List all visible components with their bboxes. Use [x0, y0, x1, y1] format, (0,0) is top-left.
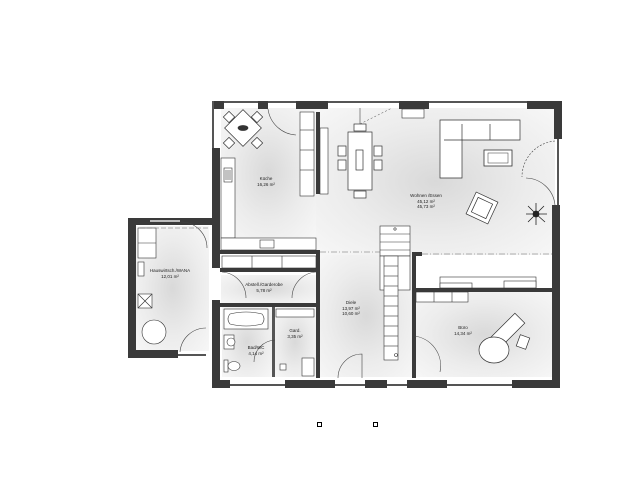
- room-name: Wohnen /Essen: [410, 193, 442, 198]
- interior-bad-top: [217, 303, 317, 307]
- breakfast-table-icon: [222, 109, 264, 150]
- office-cabinet-icon: [415, 276, 537, 303]
- storage-shelves-icon: [221, 255, 317, 269]
- room-buero: [414, 292, 555, 377]
- terrace-door-swing-icon: [521, 140, 556, 178]
- room-label-kueche: Küche 16,26 m²: [257, 176, 275, 187]
- room-label-gard: Gard. 3,35 m²: [287, 328, 302, 339]
- interior-abst-top: [220, 268, 320, 272]
- room-label-hauswirtschaft: Hauswirtsch./WANA 12,01 m²: [150, 268, 190, 279]
- room-area: 13,97 m²: [342, 305, 360, 311]
- section-marker-icon: [317, 422, 322, 427]
- room-name: Bad/WC: [247, 345, 265, 350]
- annex-window-top: [150, 220, 180, 222]
- wall-top-pier-3: [296, 101, 328, 109]
- annex-door-bottom: [178, 354, 206, 356]
- wall-right-glass: [557, 139, 559, 205]
- sideboard-icon: [401, 108, 425, 119]
- interior-kitchen-bottom: [220, 250, 320, 254]
- room-area: 3,35 m²: [287, 333, 303, 339]
- washbasin-icon: [223, 334, 236, 350]
- wall-top-pier-2: [258, 101, 268, 109]
- bathtub-icon: [223, 308, 269, 330]
- door-swing-icon: [267, 108, 297, 136]
- wall-bottom-1: [212, 380, 230, 388]
- room-area: 4,14 m²: [248, 350, 264, 356]
- section-marker-icon: [373, 422, 378, 427]
- room-area: 5,78 m²: [256, 287, 272, 293]
- room-area: 16,26 m²: [257, 181, 275, 187]
- room-name: Diele: [345, 300, 357, 305]
- wall-top-pier-4: [399, 101, 429, 109]
- armchair-icon: [465, 191, 499, 225]
- room-label-bad: Bad/WC 4,14 m²: [248, 345, 265, 356]
- wall-top-corner-right: [527, 101, 562, 109]
- room-label-wohnen: Wohnen /Essen 45,12 m² 45,73 m²: [410, 193, 442, 210]
- wall-top-pier-1: [212, 101, 224, 109]
- wall-left-main-mid: [212, 148, 220, 268]
- kitchen-cabinet-icon: [299, 111, 329, 197]
- kitchen-counter-icon: [220, 157, 317, 251]
- room-area-secondary: 45,73 m²: [417, 204, 435, 209]
- room-area: 12,01 m²: [161, 273, 179, 279]
- room-abstellraum: [221, 275, 318, 303]
- room-label-diele: Diele 13,97 m² 10,60 m²: [342, 300, 360, 317]
- room-label-abstellraum: Abstell./Garderobe 5,78 m²: [245, 282, 283, 293]
- wardrobe-shelf-icon: [275, 308, 315, 318]
- wall-bottom-5: [512, 380, 560, 388]
- wall-bottom-glass-4: [447, 384, 512, 386]
- room-area: 14,34 m²: [454, 330, 472, 336]
- interior-kitchen-right: [316, 112, 320, 194]
- interior-buero-left: [412, 252, 416, 378]
- sofa-icon: [439, 119, 521, 179]
- desk-icon: [478, 312, 531, 364]
- wall-right-lower: [552, 205, 560, 388]
- interior-buero-top: [414, 288, 554, 292]
- door-swing-icon: [180, 221, 208, 249]
- wall-bottom-glass-3: [387, 384, 407, 386]
- wall-bottom-glass-2: [335, 384, 365, 386]
- laundry-fixtures-icon: [137, 227, 167, 345]
- wall-left-main-lower: [212, 300, 220, 388]
- door-swing-icon: [221, 271, 247, 299]
- room-label-buero: Büro 14,34 m²: [454, 325, 472, 336]
- annex-wall-bottom: [128, 350, 178, 358]
- room-name: Abstell./Garderobe: [245, 282, 283, 287]
- room-area: 45,12 m²: [417, 198, 435, 204]
- dining-table-icon: [337, 123, 383, 199]
- room-name: Küche: [259, 176, 273, 181]
- interior-abst-right: [316, 250, 320, 378]
- wall-bottom-glass-1: [230, 384, 285, 386]
- wall-right-upper: [554, 101, 562, 139]
- annex-wall-left: [128, 218, 136, 358]
- wall-bottom-3: [365, 380, 387, 388]
- interior-stair-stub: [412, 252, 422, 256]
- wall-top: [212, 101, 562, 103]
- room-name: Büro: [458, 325, 468, 330]
- plant-icon: [526, 203, 547, 225]
- interior-bad-gard: [272, 307, 275, 377]
- coffee-table-icon: [483, 149, 513, 167]
- entry-door-icon: [337, 353, 363, 379]
- staircase-icon: [379, 225, 411, 361]
- wall-left-main-upper: [212, 101, 214, 151]
- room-name: Hauswirtsch./WANA: [149, 268, 191, 273]
- wall-bottom-4: [407, 380, 447, 388]
- wall-bottom-2: [285, 380, 335, 388]
- toilet-icon: [223, 359, 241, 373]
- room-name: Gard.: [289, 328, 301, 333]
- room-area-secondary: 10,60 m²: [342, 311, 360, 316]
